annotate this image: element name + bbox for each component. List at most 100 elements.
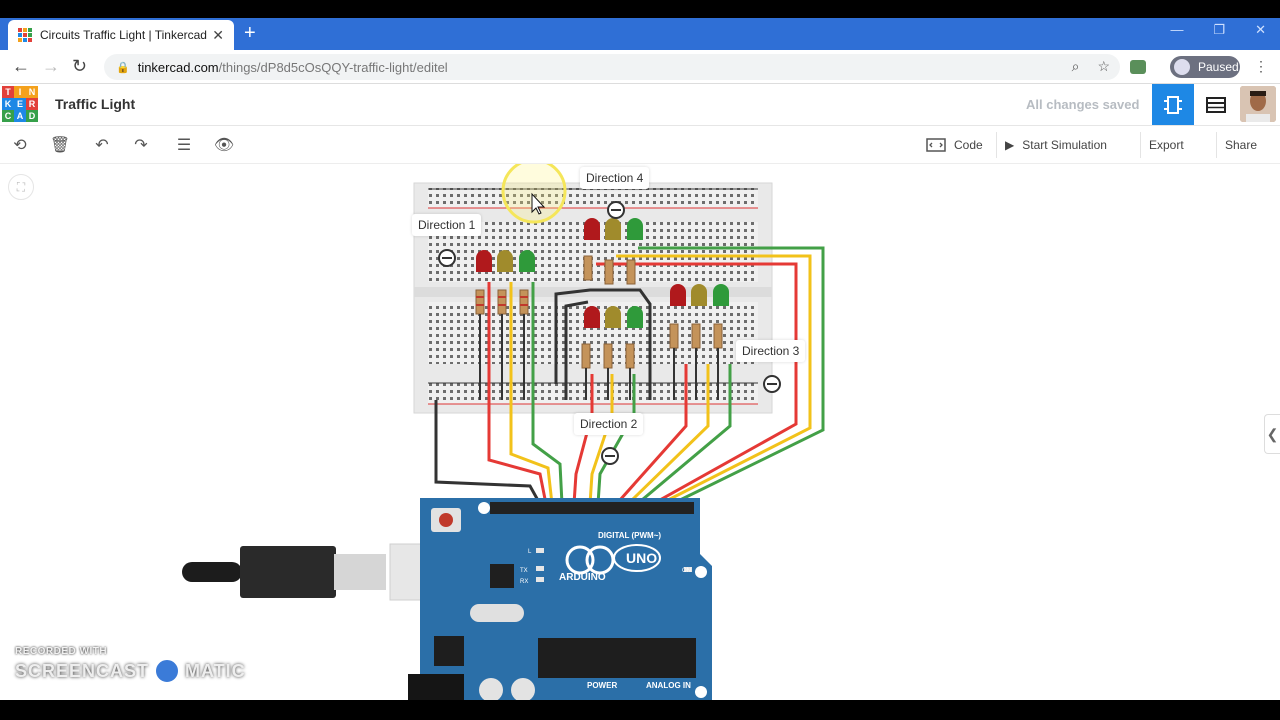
export-button[interactable]: Export	[1140, 132, 1192, 158]
logo-letter: N	[26, 86, 38, 98]
wire-yellow	[509, 282, 554, 505]
user-photo-icon	[1240, 86, 1276, 122]
wire-red	[487, 282, 548, 505]
restore-icon[interactable]: ❐	[1213, 22, 1226, 37]
project-title[interactable]: Traffic Light	[55, 96, 136, 112]
rotate-icon[interactable]: ⟲	[13, 137, 27, 154]
table-list-icon	[1206, 96, 1226, 113]
notes-icon[interactable]: ☰	[176, 137, 192, 154]
user-avatar[interactable]	[1240, 86, 1276, 122]
lock-icon: 🔒	[116, 61, 130, 74]
tinkercad-logo[interactable]: T I N K E R C A D	[2, 86, 38, 122]
logo-letter: C	[2, 110, 14, 122]
logo-letter: D	[26, 110, 38, 122]
analog-pins-label: ANALOG IN	[646, 681, 691, 690]
logo-letter: E	[14, 98, 26, 110]
back-arrow-icon[interactable]: ←	[12, 56, 30, 76]
direction-4-label[interactable]: Direction 4	[580, 167, 650, 189]
logo-letter: I	[14, 86, 26, 98]
direction-1-label[interactable]: Direction 1	[412, 214, 482, 236]
wire-yellow	[588, 374, 614, 505]
code-window-icon	[926, 138, 946, 152]
fit-view-icon[interactable]: ⛶	[8, 174, 34, 200]
simulate-label: Start Simulation	[1022, 138, 1107, 152]
new-tab-plus-icon[interactable]: +	[244, 22, 256, 44]
direction-3-leds[interactable]	[669, 284, 729, 400]
delete-trash-icon[interactable]: 🗑	[49, 137, 71, 154]
close-tab-icon[interactable]: ✕	[212, 26, 224, 43]
rx-label: RX	[520, 579, 528, 585]
share-button[interactable]: Share	[1216, 132, 1265, 158]
share-label: Share	[1225, 138, 1258, 152]
url-host: tinkercad.com	[137, 59, 219, 75]
start-simulation-button[interactable]: ▶ Start Simulation	[996, 132, 1115, 158]
bottom-black-bar	[0, 700, 1280, 720]
components-view-button[interactable]	[1152, 84, 1194, 125]
profile-label: Paused	[1198, 60, 1239, 74]
extension-icon[interactable]	[1130, 60, 1146, 74]
screencast-watermark: RECORDED WITH SCREENCAST MATIC	[15, 646, 246, 685]
tx-label: TX	[520, 568, 528, 574]
reload-icon[interactable]: ↻	[72, 56, 88, 76]
visibility-eye-icon[interactable]: 👁	[213, 137, 235, 154]
address-bar-row: ← → ↻ 🔒 tinkercad.com /things/dP8d5cOsQQ…	[0, 50, 1280, 84]
watermark-brand-right: MATIC	[185, 660, 246, 681]
wire-green	[531, 282, 564, 505]
tab-title: Circuits Traffic Light | Tinkercad	[40, 28, 207, 42]
editor-toolbar: ⟲ 🗑 ↶ ↷ ☰ 👁 Code ▶ Start Simulation Expo…	[0, 126, 1280, 164]
logo-letter: K	[2, 98, 14, 110]
browser-tab-bar: Circuits Traffic Light | Tinkercad ✕ + —…	[0, 18, 1280, 50]
direction-1-leds[interactable]	[475, 250, 535, 400]
play-icon: ▶	[1005, 138, 1015, 152]
direction-3-label[interactable]: Direction 3	[736, 340, 806, 362]
wire-green	[596, 374, 636, 505]
app-header: T I N K E R C A D Traffic Light All chan…	[0, 84, 1280, 126]
zoom-search-icon[interactable]: ⌕	[1071, 58, 1080, 74]
arduino-brand-text: ARDUINO	[559, 572, 606, 583]
browser-menu-icon[interactable]: ⋮	[1254, 58, 1268, 74]
logo-letter: A	[14, 110, 26, 122]
code-button[interactable]: Code	[918, 132, 991, 158]
minimize-icon[interactable]: —	[1170, 22, 1184, 37]
schematic-view-button[interactable]	[1200, 84, 1232, 125]
watermark-brand-left: SCREENCAST	[15, 660, 150, 681]
forward-arrow-icon[interactable]: →	[42, 56, 60, 76]
code-label: Code	[954, 138, 983, 152]
watermark-recorded-text: RECORDED WITH	[15, 646, 108, 657]
screencast-logo-icon	[153, 657, 182, 685]
wire-black	[434, 400, 542, 505]
wire-black	[564, 300, 589, 400]
profile-button[interactable]: Paused	[1170, 56, 1240, 78]
save-status: All changes saved	[1026, 97, 1140, 112]
circuit-workspace[interactable]: ⛶ ❮	[0, 164, 1280, 700]
direction-2-leds[interactable]	[581, 306, 643, 400]
breadboard[interactable]	[413, 182, 773, 414]
ground-markers	[438, 201, 781, 465]
url-path: /things/dP8d5cOsQQY-traffic-light/editel	[218, 59, 448, 75]
url-input[interactable]: 🔒 tinkercad.com /things/dP8d5cOsQQY-traf…	[104, 54, 1120, 80]
chip-icon	[1164, 95, 1182, 114]
digital-pins-label: DIGITAL (PWM~)	[598, 531, 661, 540]
profile-avatar-icon	[1174, 59, 1190, 75]
undo-icon[interactable]: ↶	[95, 137, 109, 154]
direction-4-leds[interactable]	[583, 218, 643, 285]
l-led-label: L	[528, 549, 532, 555]
arduino-model-text: UNO	[626, 550, 657, 566]
close-window-icon[interactable]: ✕	[1255, 22, 1266, 37]
power-on-label: ON	[682, 568, 691, 574]
wire-red	[572, 374, 594, 505]
power-pins-label: POWER	[587, 681, 617, 690]
collapse-panel-chevron-icon[interactable]: ❮	[1264, 414, 1280, 454]
logo-letter: R	[26, 98, 38, 110]
window-controls: — ❐ ✕	[1170, 22, 1266, 38]
browser-tab[interactable]: Circuits Traffic Light | Tinkercad ✕	[8, 20, 234, 50]
arduino-uno[interactable]: ARDUINO UNO DIGITAL (PWM~) POWER ANALOG …	[408, 498, 712, 700]
export-label: Export	[1149, 138, 1184, 152]
direction-2-label[interactable]: Direction 2	[574, 413, 644, 435]
circuit-drawing: ARDUINO UNO DIGITAL (PWM~) POWER ANALOG …	[182, 164, 825, 700]
redo-icon[interactable]: ↷	[134, 137, 148, 154]
cursor-highlight	[501, 164, 567, 224]
bookmark-star-icon[interactable]: ☆	[1097, 58, 1110, 74]
tinkercad-favicon-icon	[18, 28, 32, 42]
